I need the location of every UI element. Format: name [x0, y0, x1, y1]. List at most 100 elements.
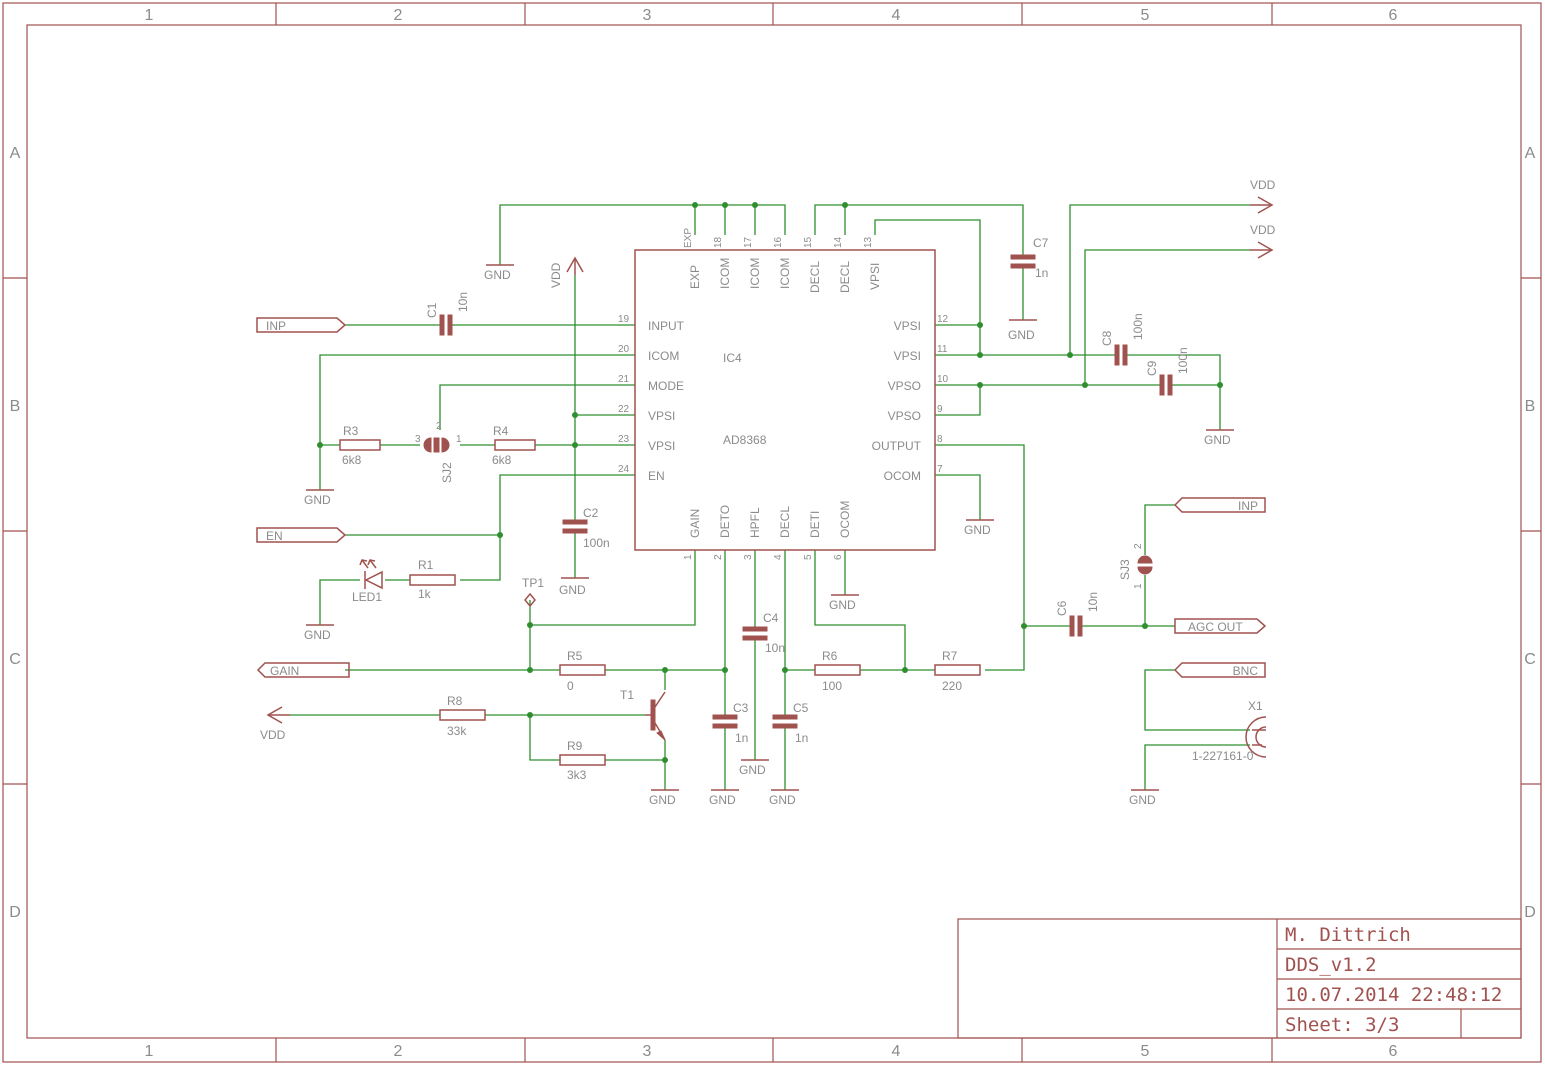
- pin-number: 11: [937, 344, 948, 355]
- svg-text:100n: 100n: [1131, 313, 1145, 340]
- svg-text:C3: C3: [733, 701, 749, 715]
- port-bnc: BNC: [1173, 662, 1266, 678]
- solder-jumper-sj3: 2 1 SJ3: [1118, 543, 1153, 589]
- vdd-arrow-symbol: VDD: [1250, 178, 1276, 214]
- capacitor-c5: C5 1n: [772, 701, 809, 745]
- pin-number: 16: [773, 236, 784, 248]
- column-label: 4: [892, 7, 901, 24]
- svg-text:C4: C4: [763, 611, 779, 625]
- svg-text:C5: C5: [793, 701, 809, 715]
- pin-number: 13: [863, 236, 874, 248]
- column-label: 2: [394, 1043, 403, 1060]
- svg-text:GND: GND: [739, 763, 766, 777]
- svg-text:VDD: VDD: [260, 728, 286, 742]
- gnd-symbol: GND: [1008, 319, 1037, 342]
- gnd-symbol: GND: [484, 264, 514, 282]
- column-label: 5: [1141, 7, 1150, 24]
- svg-text:1: 1: [1133, 583, 1144, 589]
- pin-name: VPSI: [894, 319, 921, 333]
- pin-name: VPSI: [648, 439, 675, 453]
- ic-value: AD8368: [723, 433, 767, 447]
- svg-text:SJ3: SJ3: [1118, 559, 1132, 580]
- gnd-symbol: GND: [1129, 789, 1159, 807]
- ic4-ad8368[interactable]: IC4 AD8368 INPUT ICOM MODE VPSI VPSI EN …: [618, 228, 949, 560]
- pin-number: 19: [618, 314, 630, 325]
- capacitor-c3: C3 1n: [712, 701, 749, 745]
- capacitor-c2: C2 100n: [562, 506, 610, 550]
- svg-text:X1: X1: [1248, 699, 1263, 713]
- pin-name: DETO: [718, 505, 732, 538]
- svg-text:1n: 1n: [795, 731, 808, 745]
- column-label: 3: [643, 7, 652, 24]
- svg-text:10n: 10n: [456, 292, 470, 312]
- svg-text:220: 220: [942, 679, 962, 693]
- pin-number: 4: [773, 554, 784, 560]
- svg-text:BNC: BNC: [1233, 664, 1259, 678]
- capacitor-c8: C8 100n: [1100, 313, 1145, 366]
- svg-text:33k: 33k: [447, 724, 467, 738]
- capacitor-c1: C1 10n: [425, 292, 470, 336]
- column-label: 5: [1141, 1043, 1150, 1060]
- pin-name: VPSI: [648, 409, 675, 423]
- solder-jumper-sj2: 3 1 2 SJ2: [415, 421, 462, 483]
- svg-text:GND: GND: [649, 793, 676, 807]
- pin-name: ICOM: [718, 258, 732, 289]
- svg-text:R1: R1: [418, 558, 434, 572]
- vdd-arrow-symbol: VDD: [1250, 223, 1276, 259]
- row-label: B: [1525, 398, 1536, 415]
- pin-number: 14: [833, 236, 844, 248]
- pin-number: 17: [743, 236, 754, 248]
- test-point-tp1: TP1: [522, 576, 544, 608]
- pin-name: ICOM: [748, 258, 762, 289]
- svg-text:3: 3: [415, 434, 421, 445]
- svg-text:100n: 100n: [1176, 347, 1190, 374]
- gnd-symbol: GND: [769, 789, 799, 807]
- pin-name: INPUT: [648, 319, 685, 333]
- row-label: A: [10, 145, 21, 162]
- gnd-symbol: GND: [649, 789, 679, 807]
- svg-text:100: 100: [822, 679, 842, 693]
- gnd-symbol: GND: [304, 624, 334, 642]
- date-time: 10.07.2014 22:48:12: [1285, 984, 1502, 1006]
- led-led1: LED1: [352, 559, 383, 604]
- pin-number: 8: [937, 434, 943, 445]
- gnd-symbol: GND: [829, 594, 859, 612]
- row-label: D: [1524, 904, 1536, 921]
- author-text: M. Dittrich: [1285, 924, 1411, 946]
- svg-text:INP: INP: [1238, 499, 1258, 513]
- svg-text:SJ2: SJ2: [440, 462, 454, 483]
- pin-name: EXP: [688, 265, 702, 289]
- pin-number: 1: [683, 554, 694, 560]
- pin-number: 22: [618, 404, 630, 415]
- gnd-symbols: GND GND GND GND GND GND GND GND GND GND …: [304, 264, 1234, 807]
- pin-number: EXP: [683, 228, 694, 248]
- svg-text:GND: GND: [964, 523, 991, 537]
- pin-number: 18: [713, 236, 724, 248]
- row-label: D: [9, 904, 21, 921]
- pin-number: 6: [833, 554, 844, 560]
- pin-name: EN: [648, 469, 665, 483]
- column-label: 1: [145, 7, 154, 24]
- svg-text:VDD: VDD: [1250, 223, 1276, 237]
- gnd-symbol: GND: [1204, 429, 1234, 447]
- svg-text:0: 0: [567, 679, 574, 693]
- svg-text:TP1: TP1: [522, 576, 544, 590]
- bnc-connector-x1: X1 1-227161-0: [1192, 699, 1267, 763]
- capacitors: C1 10n C2 100n C3 1n C4 10n C5 1n C6 10n: [425, 236, 1190, 745]
- svg-text:R8: R8: [447, 694, 463, 708]
- pin-name: VPSI: [894, 349, 921, 363]
- vdd-symbols: VDD VDD VDD VDD: [260, 178, 1276, 742]
- capacitor-c4: C4 10n: [742, 611, 785, 655]
- svg-text:GND: GND: [484, 268, 511, 282]
- capacitor-c6: C6 10n: [1055, 592, 1100, 637]
- svg-text:1: 1: [456, 434, 462, 445]
- svg-text:VDD: VDD: [1250, 178, 1276, 192]
- pin-number: 5: [803, 554, 814, 560]
